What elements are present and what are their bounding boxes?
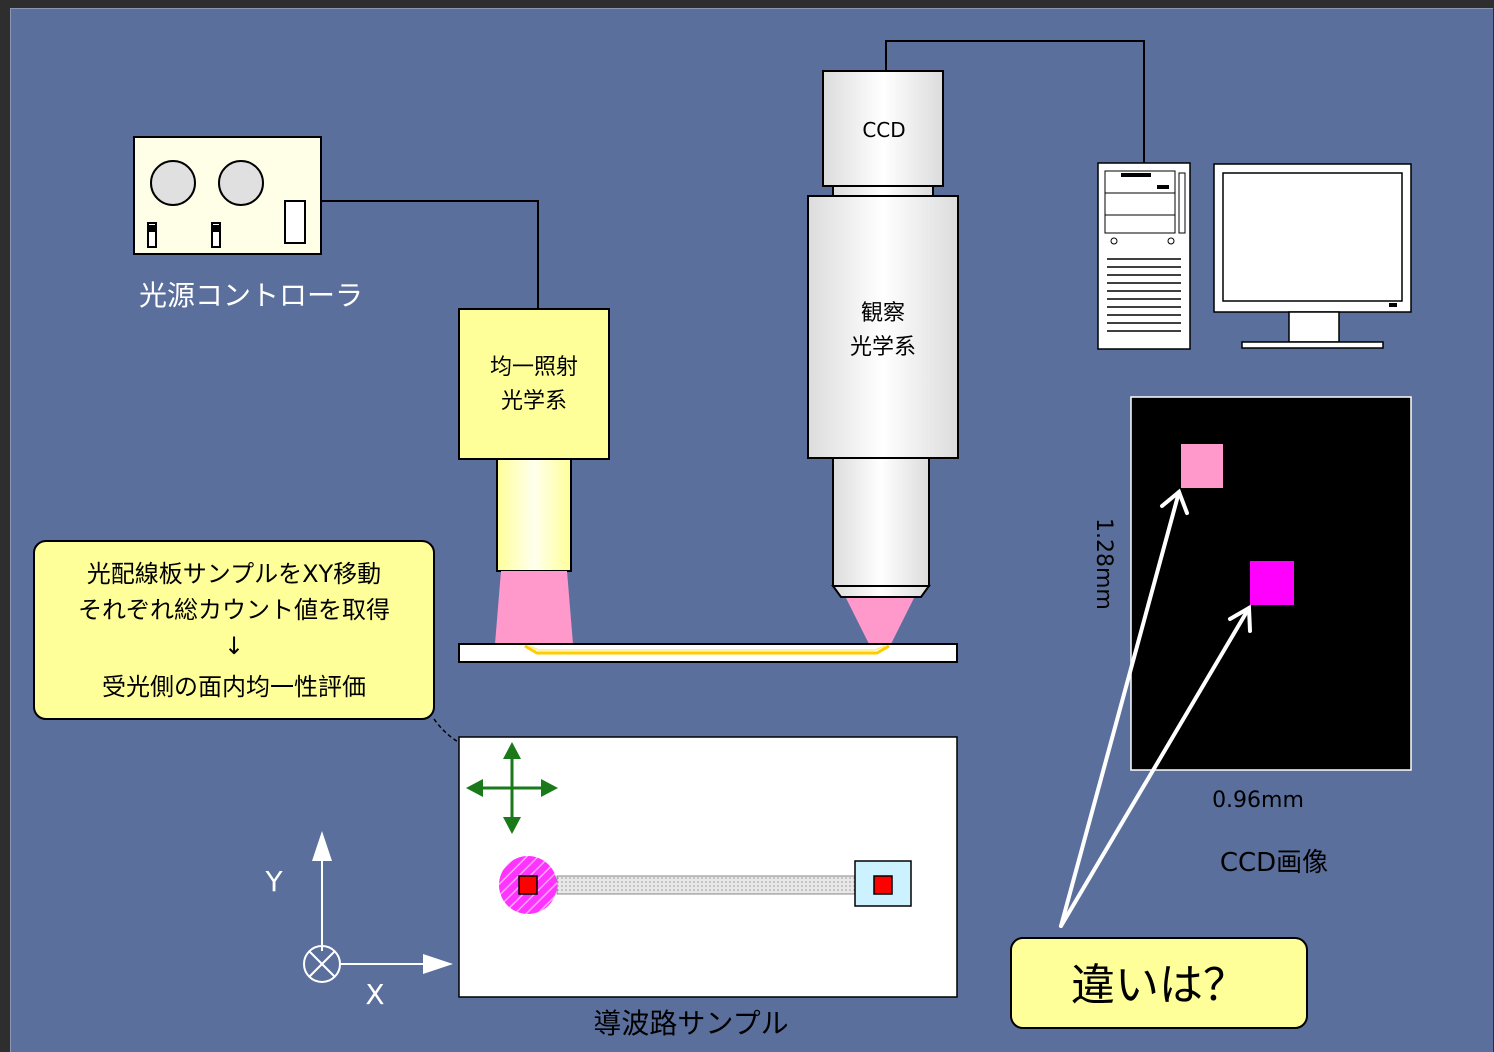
observation-optics-label-1: 観察 [861, 301, 905, 326]
monitor-icon [1213, 163, 1412, 349]
ccd-image-height-label: 1.28mm [1091, 518, 1116, 610]
observation-optics-label-2: 光学系 [850, 335, 916, 360]
illumination-optics-label-2: 光学系 [501, 389, 567, 414]
ccd-label: CCD [862, 118, 905, 142]
callout-line-1: 光配線板サンプルをXY移動 [87, 560, 381, 588]
ccd-image-caption: CCD画像 [1220, 848, 1328, 878]
diagram-canvas: 光源コントローラ 均一照射 光学系 CCD 観察 光学系 [10, 8, 1493, 1052]
observation-beam [846, 598, 914, 644]
z-axis-into-page-icon [303, 945, 341, 983]
callout-line-3: 受光側の面内均一性評価 [102, 673, 366, 701]
axis-y-label: Y [264, 865, 283, 898]
callout-box [33, 540, 435, 720]
ccd-image [1130, 396, 1412, 771]
waveguide-sample-label: 導波路サンプル [593, 1007, 788, 1040]
callout-arrow: ↓ [224, 632, 244, 660]
question-label: 違いは？ [1071, 960, 1247, 1011]
controller-display [284, 200, 306, 244]
waveguide-sample-top [458, 736, 958, 998]
observation-optics [807, 195, 959, 644]
controller-switch-left [147, 222, 157, 248]
coordinate-axes [303, 831, 453, 983]
question-box [1010, 937, 1308, 1029]
callout-pointer [433, 718, 484, 755]
illumination-optics-label-1: 均一照射 [490, 355, 578, 380]
ccd-spot-magenta [1250, 561, 1294, 605]
cables [322, 40, 1145, 309]
ccd-image-width-label: 0.96mm [1212, 788, 1304, 813]
callout-line-2: それぞれ総カウント値を取得 [78, 596, 390, 624]
light-controller [133, 136, 322, 255]
xy-move-arrows-icon [466, 742, 558, 834]
question-arrows [1059, 488, 1252, 928]
ccd-camera [822, 70, 944, 197]
sample-plate-side [458, 643, 958, 663]
controller-knob-right [218, 160, 264, 206]
axis-x-label: X [365, 978, 384, 1011]
controller-knob-left [150, 160, 196, 206]
ccd-spot-pink [1181, 444, 1223, 488]
controller-switch-right [211, 222, 221, 248]
light-controller-label: 光源コントローラ [139, 279, 363, 312]
illumination-optics [458, 308, 610, 644]
pc-tower-icon [1097, 162, 1191, 350]
illumination-beam [495, 571, 573, 644]
